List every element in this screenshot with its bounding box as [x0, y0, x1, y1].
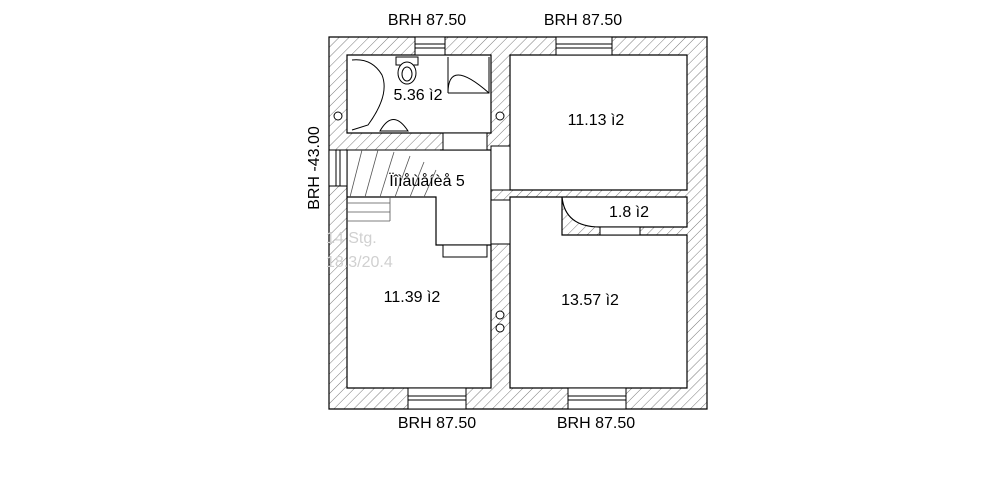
- room-label-bottom-right: 13.57 ì2: [561, 292, 619, 309]
- door-bathroom: [442, 132, 488, 151]
- stair-annotation-line1: 14 Stg.: [326, 230, 377, 247]
- dimension-top-right: BRH 87.50: [544, 12, 622, 29]
- window-left: [328, 149, 348, 187]
- window-bottom-right: [567, 387, 627, 410]
- socket-icon: [495, 310, 505, 320]
- staircase: [347, 149, 440, 222]
- dimension-bottom-left: BRH 87.50: [398, 415, 476, 432]
- socket-icon: [333, 111, 343, 121]
- window-bottom-left: [407, 387, 467, 410]
- stair-annotation-line2: 18.3/20.4: [326, 254, 393, 271]
- bathtub-icon: [351, 59, 385, 131]
- door-top-right-room: [490, 145, 511, 191]
- room-label-top-right: 11.13 ì2: [568, 112, 625, 129]
- windows: [328, 36, 627, 410]
- socket-icon: [495, 111, 505, 121]
- room-label-bottom-left: 11.39 ì2: [384, 289, 441, 306]
- shower-icon: [447, 57, 490, 94]
- room-label-closet: 1.8 ì2: [609, 204, 649, 221]
- socket-icon: [495, 323, 505, 333]
- dimension-left: BRH -43.00: [306, 126, 323, 210]
- socket-icons: [333, 111, 505, 333]
- dimension-bottom-right: BRH 87.50: [557, 415, 635, 432]
- window-top-right: [555, 36, 613, 56]
- door-closet: [599, 226, 641, 236]
- dimension-top-left: BRH 87.50: [388, 12, 466, 29]
- window-top-left: [414, 36, 446, 56]
- wall-mass: [328, 36, 708, 410]
- room-label-bathroom: 5.36 ì2: [394, 87, 443, 104]
- door-bottom-left-room: [442, 244, 488, 258]
- toilet-icon: [395, 56, 419, 85]
- bathroom-fixtures: [351, 56, 490, 132]
- doors: [442, 132, 641, 258]
- door-bottom-right-room: [490, 199, 511, 245]
- sink-icon: [379, 119, 409, 132]
- room-label-hall: Ïîìåùåíèå 5: [389, 172, 465, 190]
